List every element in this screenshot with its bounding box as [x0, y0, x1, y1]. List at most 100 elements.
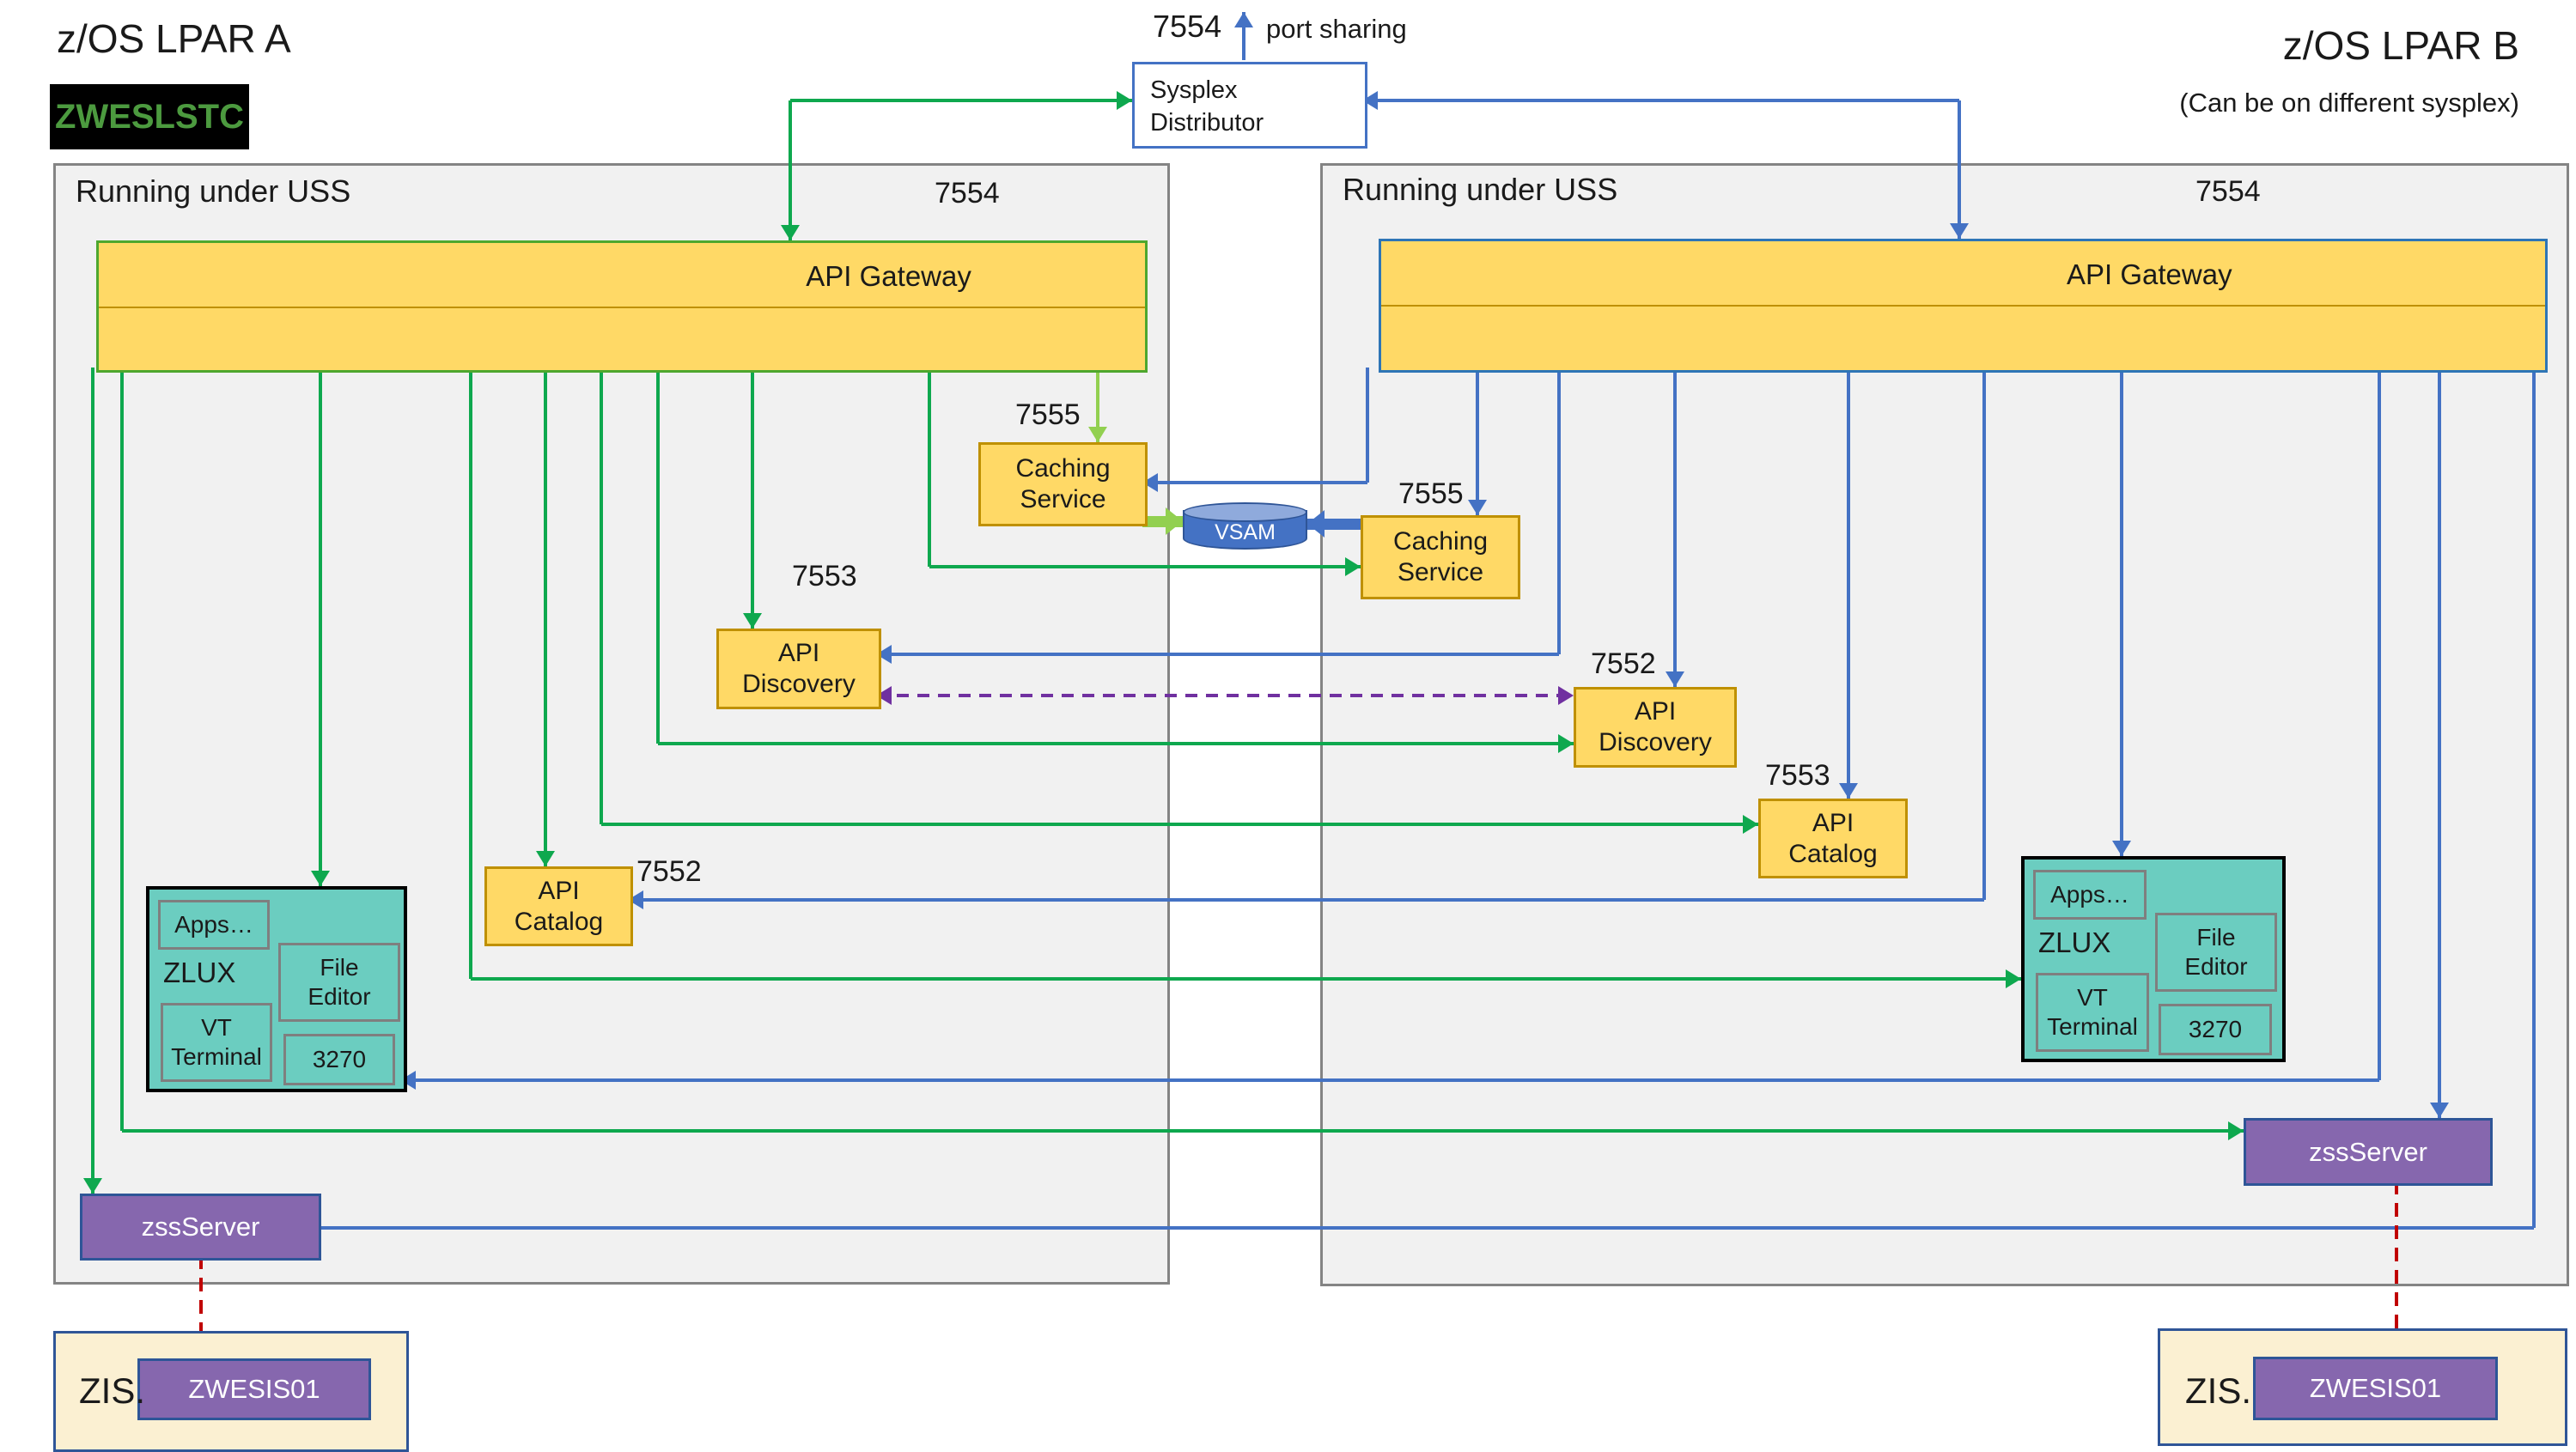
uss-label-lpar-a: Running under USS	[76, 173, 351, 209]
edge-gwB-to-discoveryB-arrowhead	[1666, 671, 1684, 687]
api-catalog-b-label: API Catalog	[1788, 808, 1878, 868]
edge-gwB-to-clusterA-seg1	[400, 1078, 2379, 1082]
edge-gwB-to-catalogB-arrowhead	[1839, 783, 1858, 799]
vt-terminal-b-label: VT Terminal	[2047, 984, 2138, 1040]
edge-gwB-to-clusterA-seg0	[2378, 368, 2381, 1080]
edge-gwA-to-zssB-arrowhead	[2228, 1121, 2244, 1140]
file-editor-b-box: File Editor	[2155, 913, 2277, 992]
catalog-port-b: 7553	[1765, 759, 1830, 792]
api-gateway-b-label: API Gateway	[2067, 258, 2232, 290]
catalog-port-a: 7552	[636, 855, 702, 888]
api-catalog-a-label: API Catalog	[514, 876, 604, 936]
zis-b-label: ZIS.	[2185, 1370, 2252, 1411]
caching-service-a-label: Caching Service	[1015, 454, 1111, 513]
gateway-port-lpar-a: 7554	[935, 177, 1000, 210]
edge-gwA-to-discoveryA-seg0	[751, 368, 754, 629]
lpar-b-title: z/OS LPAR B	[2282, 23, 2519, 68]
vsam-cylinder-top	[1183, 502, 1307, 522]
zlux-a-label: ZLUX	[163, 957, 236, 988]
sysplex-distributor-label: Sysplex Distributor	[1150, 76, 1264, 137]
edge-gwA-to-clusterB-arrowhead	[2006, 969, 2021, 988]
edge-gwB-to-zssB-arrowhead	[2430, 1103, 2449, 1118]
api-discovery-b-label: API Discovery	[1599, 697, 1712, 756]
edge-gwA-to-discoveryA-arrowhead	[743, 613, 762, 629]
edge-gwA-to-catalogA-arrowhead	[536, 851, 555, 866]
vt-terminal-a-box: VT Terminal	[161, 1003, 272, 1082]
edge-cachingA-to-vsam-arrowhead	[1166, 507, 1183, 535]
port-sharing-label: port sharing	[1266, 14, 1407, 44]
sysplex-port-label: 7554	[1153, 9, 1222, 44]
edge-gwA-to-sysplex-arrowhead	[781, 225, 800, 240]
edge-gwB-to-cachingB-seg0	[1476, 368, 1479, 515]
gateway-a-divider	[99, 307, 1145, 308]
edge-gwB-to-clusterB-seg0	[2120, 368, 2123, 856]
caching-service-b-label: Caching Service	[1392, 527, 1489, 586]
apps-a-label: Apps…	[174, 911, 253, 939]
api-catalog-a-box: API Catalog	[484, 866, 633, 946]
api-catalog-b-box: API Catalog	[1758, 799, 1908, 878]
lpar-a-title: z/OS LPAR A	[57, 16, 291, 61]
edge-gwA-to-discoveryB-seg0	[656, 368, 660, 744]
edge-gwA-to-clusterA-arrowhead	[311, 871, 330, 886]
sysplex-distributor-box: Sysplex Distributor	[1132, 62, 1367, 149]
edge-gwA-to-discoveryB-seg1	[658, 742, 1574, 745]
api-discovery-a-box: API Discovery	[716, 629, 881, 709]
edge-sysplex-port-sharing-seg0	[1242, 12, 1245, 60]
edge-gwB-to-catalogB-seg0	[1847, 368, 1850, 799]
edge-gwB-to-zssB-seg0	[2438, 368, 2441, 1118]
caching-port-b: 7555	[1398, 477, 1464, 510]
vsam-cylinder: VSAM	[1183, 502, 1307, 550]
edge-gwB-to-discoveryB-seg0	[1673, 368, 1677, 687]
zwesis01-b-label: ZWESIS01	[2309, 1373, 2442, 1403]
edge-gwA-to-sysplex-seg1	[790, 99, 1132, 102]
file-editor-a-label: File Editor	[308, 954, 371, 1010]
terminal-3270-b-label: 3270	[2188, 1016, 2243, 1043]
zss-server-a-label: zssServer	[141, 1212, 260, 1242]
terminal-3270-a-label: 3270	[312, 1046, 367, 1073]
api-gateway-a-label: API Gateway	[806, 260, 971, 292]
zlux-b-label: ZLUX	[2038, 926, 2111, 958]
file-editor-a-box: File Editor	[278, 943, 400, 1022]
lpar-b-note: (Can be on different sysplex)	[2179, 88, 2519, 118]
edge-gwA-to-zssA-arrowhead	[83, 1178, 102, 1194]
apps-b-box: Apps…	[2033, 870, 2147, 920]
edge-gwB-to-discoveryA-seg1	[876, 653, 1559, 656]
edge-gwB-to-cachingB-arrowhead	[1468, 500, 1487, 515]
edge-zssA-to-gwB-seg0	[316, 1226, 2534, 1230]
edge-gwA-to-cachingB-seg0	[928, 368, 931, 567]
caching-service-b-box: Caching Service	[1361, 515, 1520, 599]
edge-sysplex-to-gwB-arrowhead	[1950, 223, 1969, 239]
caching-service-a-box: Caching Service	[978, 442, 1148, 526]
zwesis01-a-label: ZWESIS01	[188, 1374, 320, 1404]
edge-gwA-to-sysplex-arrowhead	[1117, 91, 1132, 110]
edge-gwB-to-catalogA-seg1	[628, 898, 1984, 902]
gateway-port-lpar-b: 7554	[2195, 175, 2261, 208]
edge-gwB-to-clusterB-arrowhead	[2112, 841, 2131, 856]
edge-gwA-to-clusterB-seg0	[469, 368, 472, 979]
edge-gwA-to-cachingA-seg0	[1096, 368, 1099, 442]
uss-label-lpar-b: Running under USS	[1343, 172, 1618, 207]
edge-gwA-to-zssA-seg0	[91, 368, 94, 1194]
vt-terminal-b-box: VT Terminal	[2036, 973, 2149, 1052]
api-discovery-a-label: API Discovery	[742, 639, 856, 698]
discovery-port-a: 7553	[792, 560, 857, 592]
caching-port-a: 7555	[1015, 398, 1081, 431]
vt-terminal-a-label: VT Terminal	[171, 1014, 262, 1070]
edge-gwB-to-catalogA-seg0	[1982, 368, 1986, 900]
terminal-3270-a-box: 3270	[283, 1034, 395, 1085]
edge-gwA-to-catalogB-seg1	[601, 823, 1758, 826]
edge-gwA-to-clusterA-seg0	[319, 368, 322, 886]
zweslstc-badge: ZWESLSTC	[50, 84, 249, 149]
edge-gwB-to-cachingA-seg1	[1142, 481, 1367, 484]
edge-gwB-to-discoveryA-seg0	[1557, 368, 1561, 654]
zis-a-label: ZIS.	[79, 1370, 146, 1411]
edge-gwA-to-cachingB-arrowhead	[1345, 557, 1361, 576]
zwesis01-b-box: ZWESIS01	[2253, 1357, 2498, 1420]
edge-sysplex-to-gwB-seg1	[1362, 99, 1959, 102]
terminal-3270-b-box: 3270	[2159, 1004, 2272, 1055]
edge-zssA-to-zwesis01A-seg0	[198, 1255, 204, 1355]
edge-discoveryA-discoveryB-seg0	[876, 694, 1574, 697]
api-discovery-b-box: API Discovery	[1574, 687, 1737, 768]
edge-gwB-to-cachingA-seg0	[1366, 368, 1369, 483]
vsam-label: VSAM	[1215, 520, 1276, 544]
